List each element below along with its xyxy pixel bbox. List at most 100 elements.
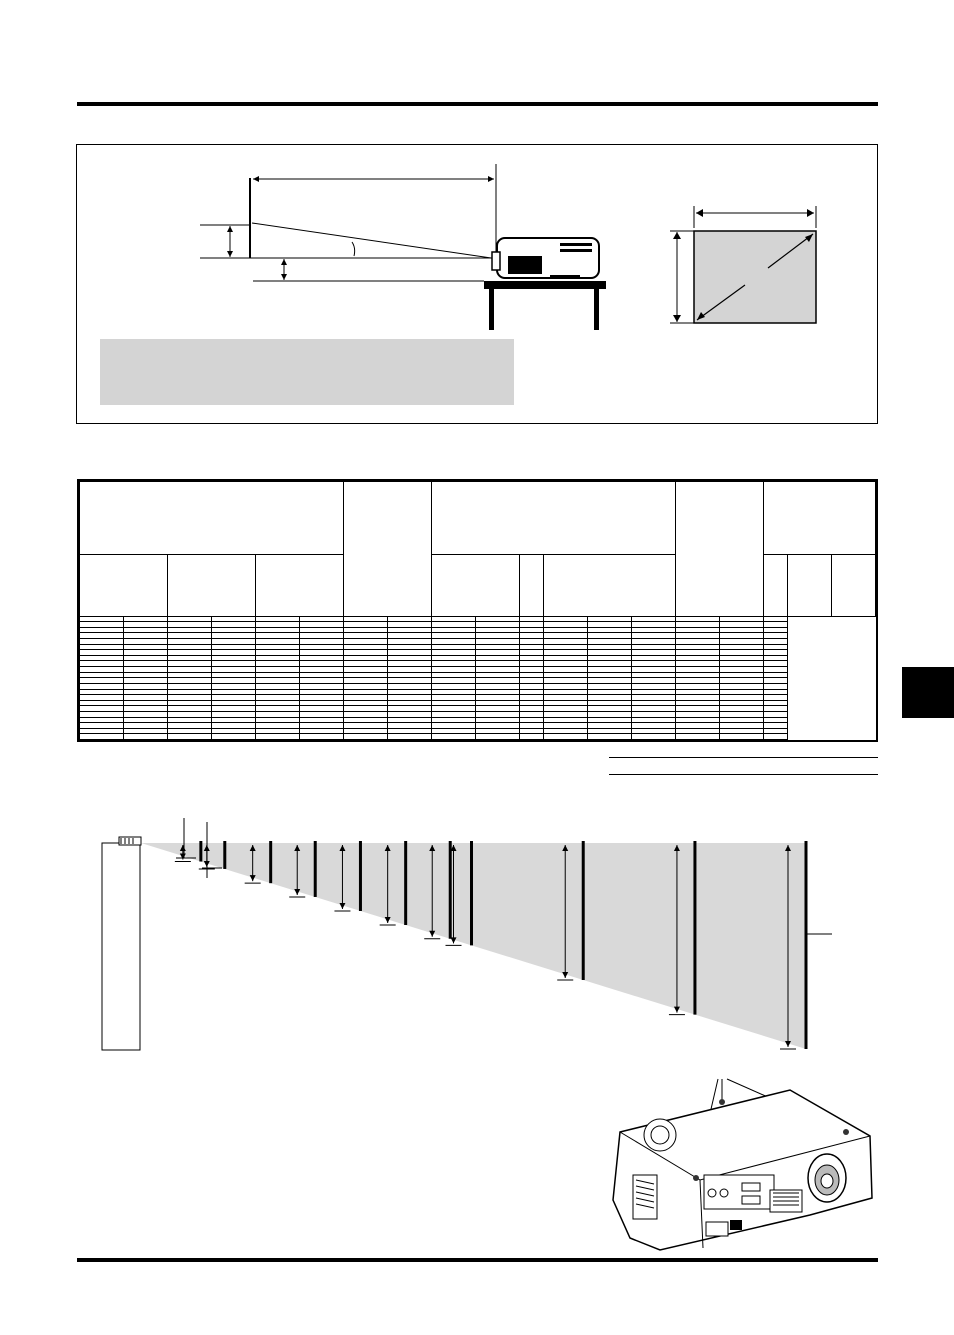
table-group-header [79, 481, 344, 555]
table-row [79, 632, 876, 639]
throw-arrow-head [249, 845, 256, 851]
setup-note-panel [100, 339, 514, 405]
table-row [79, 649, 876, 656]
table-row [79, 722, 876, 729]
table-row [79, 654, 876, 662]
table-cell [763, 716, 788, 724]
table-cell [763, 682, 788, 690]
table-cell [763, 733, 788, 740]
throw-arrow-head [179, 853, 186, 860]
table-cell [387, 733, 432, 740]
table-cell [763, 666, 788, 673]
throw-arrow-head [203, 860, 210, 867]
table-row [79, 727, 876, 735]
table-row [79, 716, 876, 724]
table-row [79, 677, 876, 684]
table-header-row-1 [79, 481, 876, 617]
throw-arrow-head [294, 845, 301, 851]
table-cell [475, 733, 520, 740]
table-group-header [763, 481, 876, 555]
table-row [79, 615, 876, 623]
table-cell [211, 733, 256, 740]
table-footnote-rule [609, 757, 878, 758]
throw-arrow-head [339, 902, 346, 909]
table-cell [763, 710, 788, 718]
table-sub-header [543, 553, 676, 617]
table-sub-header [763, 553, 788, 617]
table-cell [763, 688, 788, 696]
throw-arrow-head [450, 845, 457, 851]
throw-arrow-head [249, 875, 256, 882]
table-cell [543, 733, 588, 740]
throw-arrow-head [450, 937, 457, 944]
table-cell [519, 733, 544, 740]
table-group-header [431, 481, 676, 555]
table-cell [763, 694, 788, 701]
table-cell [675, 733, 720, 740]
table-cell [763, 649, 788, 656]
spec-table [77, 479, 878, 742]
table-row [79, 643, 876, 651]
table-row [79, 621, 876, 628]
table-row [79, 671, 876, 679]
table-header-row-2 [79, 553, 876, 617]
throw-arrow-head [562, 845, 569, 851]
projector-front-icon [101, 842, 141, 1051]
table-cell [719, 733, 764, 740]
table-cell [763, 722, 788, 729]
table-cell [299, 733, 344, 740]
table-cell [631, 733, 676, 740]
table-row [79, 710, 876, 718]
throw-arrow-head [179, 845, 186, 851]
throw-arrow-head [339, 845, 346, 851]
table-sub-header [831, 553, 876, 617]
table-group-header [675, 481, 764, 617]
table-sub-header [431, 553, 520, 617]
table-cell [763, 638, 788, 645]
table-row [79, 699, 876, 707]
table-row [79, 660, 876, 668]
table-row [79, 638, 876, 645]
table-row [79, 705, 876, 712]
spec-table-grid [79, 481, 876, 740]
section-tab [902, 667, 954, 718]
table-cell [79, 733, 124, 740]
throw-arrow-head [294, 888, 301, 895]
header-rule [77, 102, 878, 106]
table-cell [763, 727, 788, 735]
table-cell [255, 733, 300, 740]
throw-arrow-head [429, 930, 436, 937]
table-cell [763, 654, 788, 662]
throw-arrow-head [203, 845, 210, 851]
table-cell [763, 632, 788, 639]
table-row [79, 733, 876, 740]
table-row [79, 682, 876, 690]
table-cell [343, 733, 388, 740]
table-row [79, 666, 876, 673]
table-footnote-rule [609, 774, 878, 775]
table-cell [763, 671, 788, 679]
table-row [79, 688, 876, 696]
throw-arrow-head [785, 1041, 791, 1047]
throw-arrow-head [673, 1006, 680, 1013]
table-cell [763, 626, 788, 634]
table-cell [763, 643, 788, 651]
setup-diagram-box [76, 144, 878, 424]
table-cell [763, 621, 788, 628]
table-cell [763, 615, 788, 623]
table-group-header [343, 481, 432, 617]
throw-arrow-head [384, 845, 391, 851]
table-sub-header [255, 553, 344, 617]
spec-table-body [79, 615, 876, 740]
throw-arrow-head [562, 971, 569, 978]
throw-arrow-head [673, 845, 680, 851]
table-cell [763, 699, 788, 707]
table-row [79, 626, 876, 634]
table-cell [123, 733, 168, 740]
table-sub-header [787, 553, 832, 617]
throw-arrow-head [384, 916, 391, 923]
table-sub-header [519, 553, 544, 617]
table-cell [763, 660, 788, 668]
throw-arrow-head [429, 845, 436, 851]
table-sub-header [167, 553, 256, 617]
